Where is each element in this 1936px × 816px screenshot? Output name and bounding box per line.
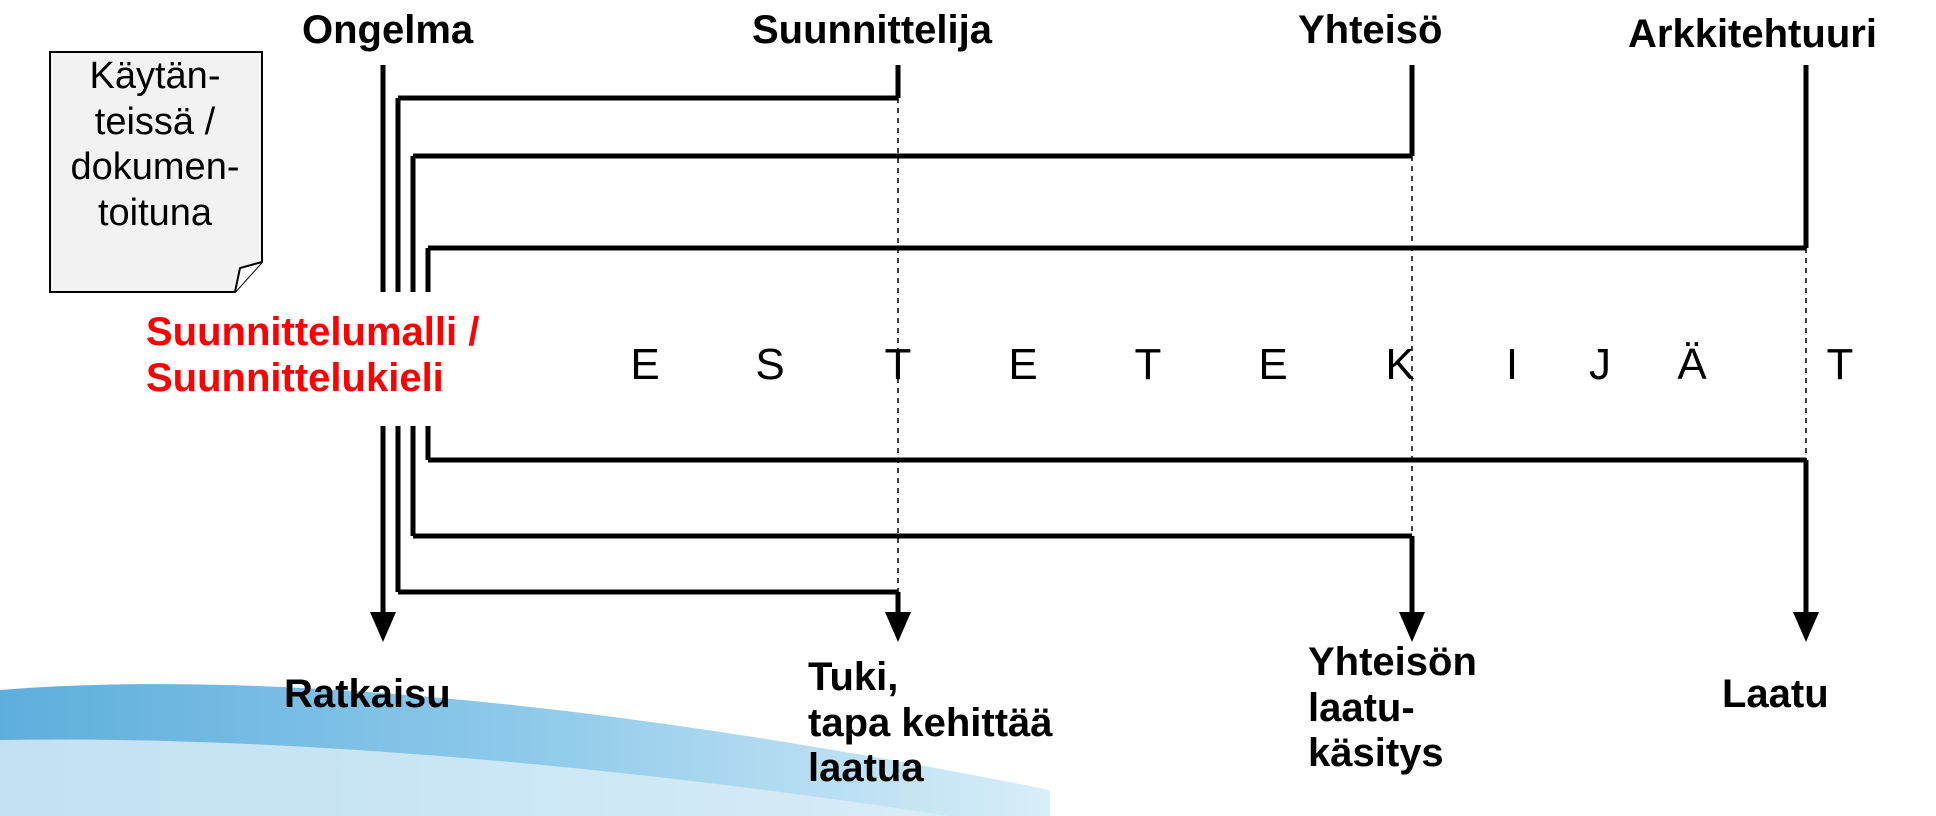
word-letter: I [1505,340,1519,389]
label-community-quality-line: Yhteisön [1308,640,1477,684]
word-letter: Ä [1677,340,1707,389]
label-community-quality-line: käsitys [1308,731,1444,776]
label-community-quality-line: laatu- [1308,685,1415,730]
design-pattern-label: Suunnittelumalli / Suunnittelukieli [146,310,479,401]
word-letter: E [1258,340,1288,389]
word-letter: J [1589,340,1611,389]
label-solution: Ratkaisu [284,672,451,716]
label-support-line: tapa kehittää [808,700,1053,745]
arrow-quality [1793,612,1819,642]
label-architecture: Arkkitehtuuri [1628,12,1877,56]
word-letter: T [884,340,912,389]
arrow-solution [370,612,396,642]
arrow-community-quality [1399,612,1425,642]
label-support: Tuki, tapa kehittää laatua [808,655,1053,792]
label-community-quality: Yhteisön laatu- käsitys [1308,640,1477,777]
label-community: Yhteisö [1298,8,1443,52]
note-fold [234,261,263,293]
note-line: toituna [97,191,213,234]
word-letter: S [755,340,785,389]
note-text: Käytän- teissä / dokumen- toituna [50,54,260,236]
label-quality: Laatu [1722,672,1829,716]
word-letter: E [630,340,660,389]
arrow-support [885,612,911,642]
word-letter: E [1008,340,1038,389]
design-pattern-line2: Suunnittelukieli [146,355,444,400]
note-line: Käytän- [89,55,221,97]
flow-lines [380,65,1809,620]
decorative-wave-highlight [0,739,950,816]
word-letter: T [1134,340,1162,389]
design-pattern-line1: Suunnittelumalli / [146,310,480,354]
label-problem: Ongelma [302,8,474,52]
note-line: teissä / [94,100,216,143]
label-support-line: Tuki, [808,655,899,699]
note-line: dokumen- [70,146,240,189]
word-letter: K [1385,340,1415,389]
arrowheads [370,612,1819,642]
label-designer: Suunnittelija [752,8,992,52]
dashed-guides [897,98,1807,592]
word-letter: T [1826,340,1854,389]
label-support-line: laatua [808,746,924,791]
